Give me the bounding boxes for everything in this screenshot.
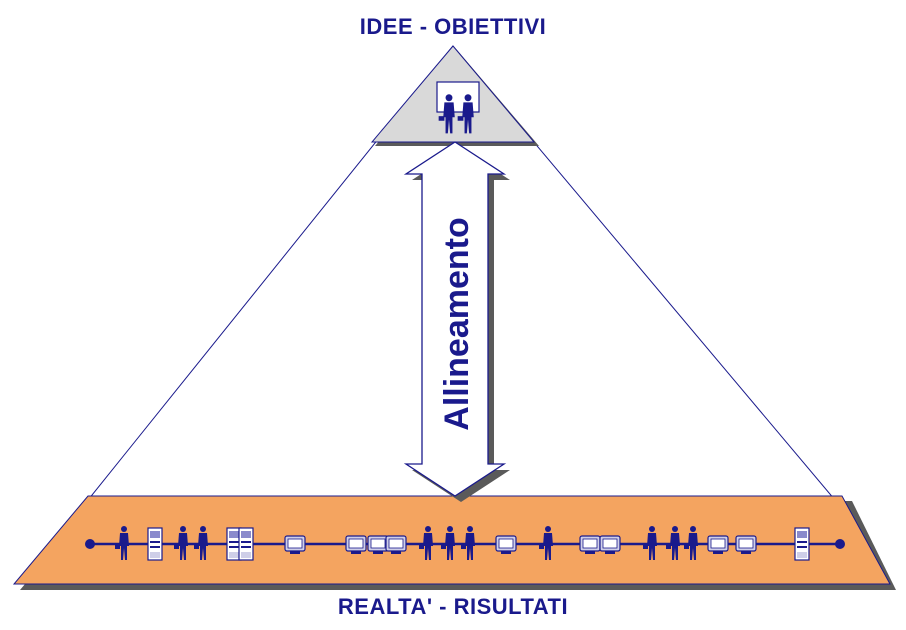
monitor-icon: [735, 535, 757, 555]
top-label: IDEE - OBIETTIVI: [359, 14, 547, 39]
alignment-arrow: [403, 141, 507, 497]
network-end-left: [85, 539, 95, 549]
kiosk-icon: [147, 527, 163, 561]
monitor-icon: [385, 535, 407, 555]
monitor-icon: [495, 535, 517, 555]
kiosk-icon: [794, 527, 810, 561]
monitor-icon: [579, 535, 601, 555]
bottom-label: REALTA' - RISULTATI: [337, 594, 569, 619]
monitor-icon: [707, 535, 729, 555]
monitor-icon: [284, 535, 306, 555]
kiosk-icon: [238, 527, 254, 561]
people-at-board-icon: [436, 81, 480, 134]
monitor-icon: [599, 535, 621, 555]
monitor-icon: [345, 535, 367, 555]
arrow-label: Allineamento: [438, 217, 476, 430]
network-end-right: [835, 539, 845, 549]
monitor-icon: [367, 535, 389, 555]
